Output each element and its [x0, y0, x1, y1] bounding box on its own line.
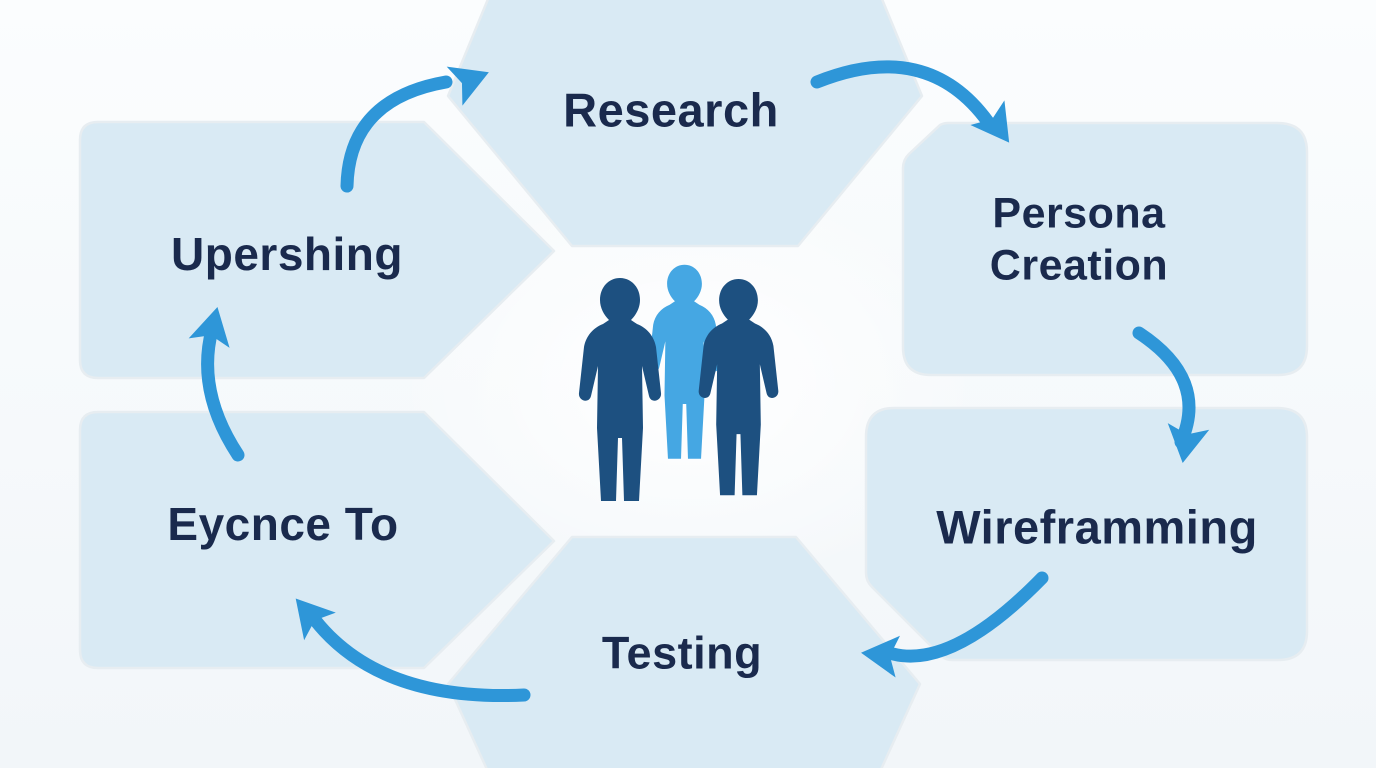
arrow-persona-to-wireframming — [1132, 326, 1210, 467]
arrow-eycnce-to-upershing — [188, 302, 245, 462]
person-silhouette-dark-left — [578, 278, 662, 501]
stage-label-testing: Testing — [601, 627, 763, 679]
stage-panel-wireframming — [864, 406, 1309, 662]
stage-panel-research — [446, 0, 924, 248]
stage-panel-upershing — [78, 120, 556, 380]
arrow-testing-to-eycnce — [279, 584, 531, 703]
arrow-upershing-to-research — [340, 52, 497, 193]
stage-panels — [78, 0, 1309, 768]
stage-label-research: Research — [563, 83, 779, 137]
person-silhouette-dark-right — [698, 278, 779, 496]
stage-panel-eycnce-to — [78, 410, 556, 670]
stage-label-eycnce-to: Eycnce To — [167, 497, 399, 550]
stage-label-wireframming: Wireframming — [936, 500, 1258, 554]
people-group-icon — [578, 264, 779, 501]
flow-arrows — [188, 52, 1210, 703]
stage-label-persona-creation: Persona Creation — [989, 189, 1169, 290]
arrow-research-to-persona — [810, 60, 1027, 155]
stage-panel-testing — [446, 535, 922, 768]
stage-label-upershing: Upershing — [171, 227, 403, 280]
stage-panel-persona-creation — [901, 121, 1309, 377]
arrow-wireframming-to-testing — [858, 571, 1049, 678]
